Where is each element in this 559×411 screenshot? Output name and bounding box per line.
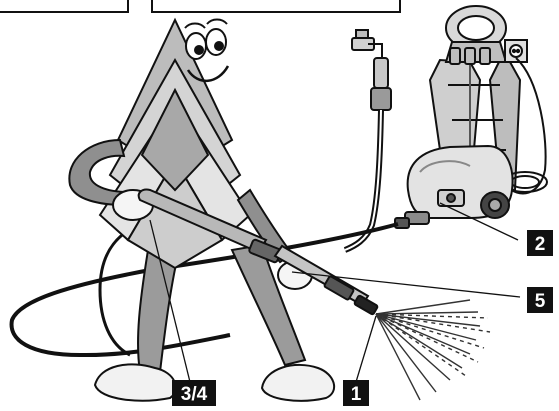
leader-line-1 — [356, 316, 376, 382]
callout-5: 5 — [527, 287, 553, 313]
water-tap — [352, 30, 391, 110]
callout-3-4: 3/4 — [172, 380, 216, 406]
callout-2: 2 — [527, 230, 553, 256]
character-legs — [138, 245, 305, 372]
hose-hooks — [450, 48, 490, 64]
unit-wheel — [481, 192, 509, 218]
top-frame — [0, 0, 400, 12]
outlet-fitting — [395, 212, 429, 228]
callout-1: 1 — [343, 380, 369, 406]
pressure-washer-unit — [395, 6, 547, 228]
callout-5-label: 5 — [535, 291, 546, 312]
character-eyes — [185, 20, 227, 60]
callout-1-label: 1 — [351, 384, 362, 405]
cartoon-character — [69, 20, 334, 401]
water-spray — [376, 300, 490, 400]
callout-3-4-label: 3/4 — [181, 384, 208, 405]
callout-2-label: 2 — [535, 234, 546, 255]
